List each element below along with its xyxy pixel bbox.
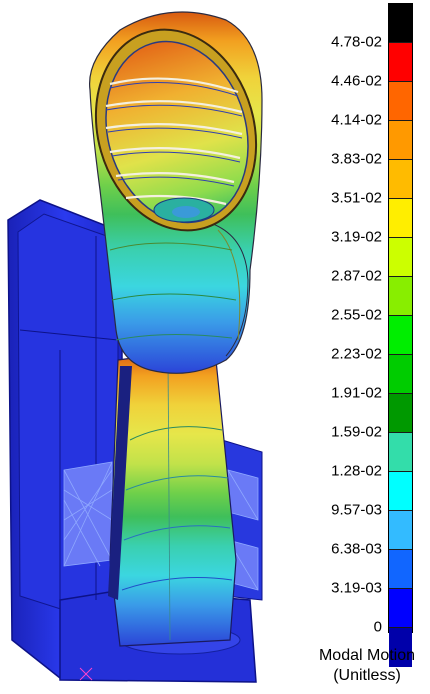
color-scale-segment	[389, 394, 412, 433]
fea-model-render	[7, 11, 263, 683]
color-scale-tick-label: 2.87-02	[331, 267, 382, 285]
color-scale-tick-label: 4.78-02	[331, 33, 382, 51]
color-scale-tick-label: 9.57-03	[331, 501, 382, 519]
color-scale-segment	[389, 550, 412, 589]
color-scale-tick-label: 3.19-02	[331, 228, 382, 246]
color-scale-bar	[388, 3, 413, 667]
color-scale-tick-label: 6.38-03	[331, 540, 382, 558]
color-scale-tick-label: 3.83-02	[331, 150, 382, 168]
node-marker	[79, 667, 93, 681]
legend-title-line2: (Unitless)	[333, 667, 401, 684]
legend-title-line1: Modal Motion	[318, 647, 416, 664]
color-scale-segment	[389, 628, 412, 667]
color-scale-segment	[389, 121, 412, 160]
legend-title: Modal Motion (Unitless)	[304, 646, 430, 686]
color-scale-segment	[389, 511, 412, 550]
color-scale-tick-label: 3.19-03	[331, 579, 382, 597]
color-scale-segment	[389, 277, 412, 316]
color-scale-segment	[389, 433, 412, 472]
color-scale-tick-label: 0	[373, 618, 382, 636]
color-scale-segment	[389, 160, 412, 199]
color-scale-segment	[389, 355, 412, 394]
color-scale-tick-label: 3.51-02	[331, 189, 382, 207]
color-scale-tick-label: 2.23-02	[331, 345, 382, 363]
color-scale-segment	[389, 199, 412, 238]
color-scale-segment	[389, 589, 412, 628]
color-scale-tick-label: 1.28-02	[331, 462, 382, 480]
color-scale-tick-label: 1.91-02	[331, 384, 382, 402]
color-scale-tick-label: 1.59-02	[331, 423, 382, 441]
pipe-mouth	[94, 28, 258, 232]
riser-column	[108, 351, 237, 647]
color-scale-segment	[389, 82, 412, 121]
color-scale-tick-label: 4.14-02	[331, 111, 382, 129]
color-scale-tick-label: 4.46-02	[331, 72, 382, 90]
color-scale-segment	[389, 472, 412, 511]
color-scale-segment	[389, 43, 412, 82]
color-scale-tick-label: 2.55-02	[331, 306, 382, 324]
color-scale-segment	[389, 4, 412, 43]
color-scale-segment	[389, 238, 412, 277]
color-scale-segment	[389, 316, 412, 355]
